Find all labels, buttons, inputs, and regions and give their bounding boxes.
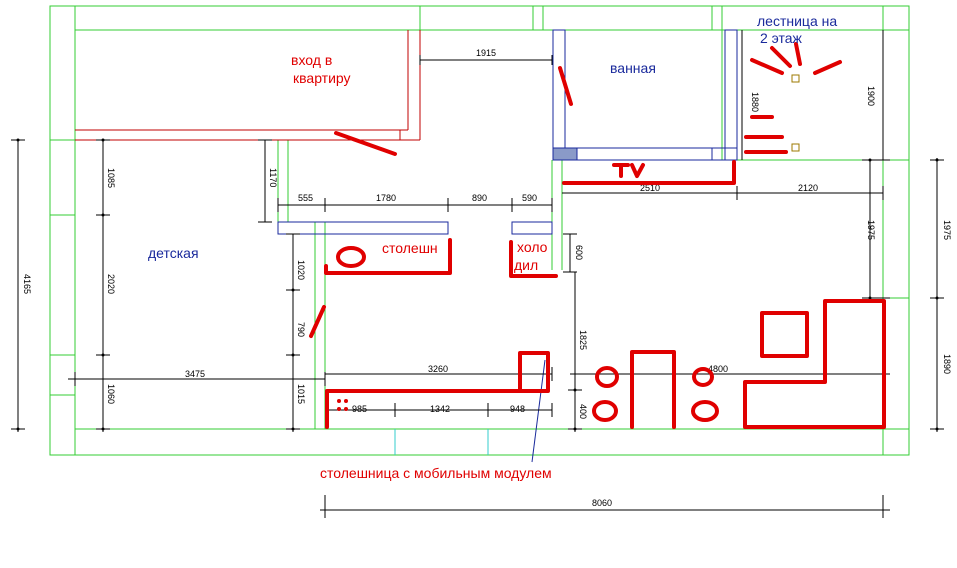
- dim-590: 590: [522, 193, 537, 203]
- countertop-short-label: столешн: [382, 240, 438, 256]
- dim-600: 600: [574, 245, 584, 260]
- dim-1890: 1890: [942, 354, 952, 374]
- fridge-label-line2: дил: [514, 257, 538, 273]
- dim-1880: 1880: [750, 92, 760, 112]
- dim-3475: 3475: [185, 369, 205, 379]
- dim-948: 948: [510, 404, 525, 414]
- dim-1060: 1060: [106, 384, 116, 404]
- dimension-lines: [11, 30, 944, 518]
- dim-2020: 2020: [106, 274, 116, 294]
- dim-8060: 8060: [592, 498, 612, 508]
- dim-790: 790: [296, 322, 306, 337]
- cyan-lines: [394, 429, 489, 455]
- fridge-label-line1: холо: [517, 239, 548, 255]
- stairs-label-line1: лестница на: [757, 13, 837, 29]
- dimension-ticks: [16, 138, 939, 431]
- entrance-label-line2: квартиру: [293, 70, 351, 86]
- dim-400: 400: [578, 404, 588, 419]
- dim-1900: 1900: [866, 86, 876, 106]
- dim-1085: 1085: [106, 168, 116, 188]
- bathroom-label: ванная: [610, 60, 656, 76]
- dim-555: 555: [298, 193, 313, 203]
- dim-1170: 1170: [268, 168, 278, 187]
- dim-1975-outer: 1975: [942, 220, 952, 240]
- dim-985: 985: [352, 404, 367, 414]
- kids-room-label: детская: [148, 245, 199, 261]
- dim-4800: 4800: [708, 364, 728, 374]
- stairs-label-line2: 2 этаж: [760, 30, 803, 46]
- stairs-marker-bottom: [791, 143, 800, 152]
- dim-1015: 1015: [296, 384, 306, 404]
- dim-1825: 1825: [578, 330, 588, 350]
- entrance-corridor: [75, 30, 421, 141]
- dim-4165: 4165: [22, 274, 32, 294]
- dim-1342: 1342: [430, 404, 450, 414]
- red-dots: [337, 399, 348, 411]
- dim-2120: 2120: [798, 183, 818, 193]
- red-sketch: [309, 42, 886, 429]
- blue-outlines: [277, 29, 738, 463]
- dim-890: 890: [472, 193, 487, 203]
- dim-1020: 1020: [296, 260, 306, 280]
- dim-1975-inner: 1975: [866, 220, 876, 240]
- bath-tile: [552, 147, 578, 161]
- countertop-mobile-label: столешница с мобильным модулем: [320, 465, 552, 481]
- dim-1915: 1915: [476, 48, 496, 58]
- dim-1780: 1780: [376, 193, 396, 203]
- stairs-marker-top: [791, 74, 800, 83]
- dim-2510: 2510: [640, 183, 660, 193]
- dim-3260: 3260: [428, 364, 448, 374]
- entrance-label-line1: вход в: [291, 52, 332, 68]
